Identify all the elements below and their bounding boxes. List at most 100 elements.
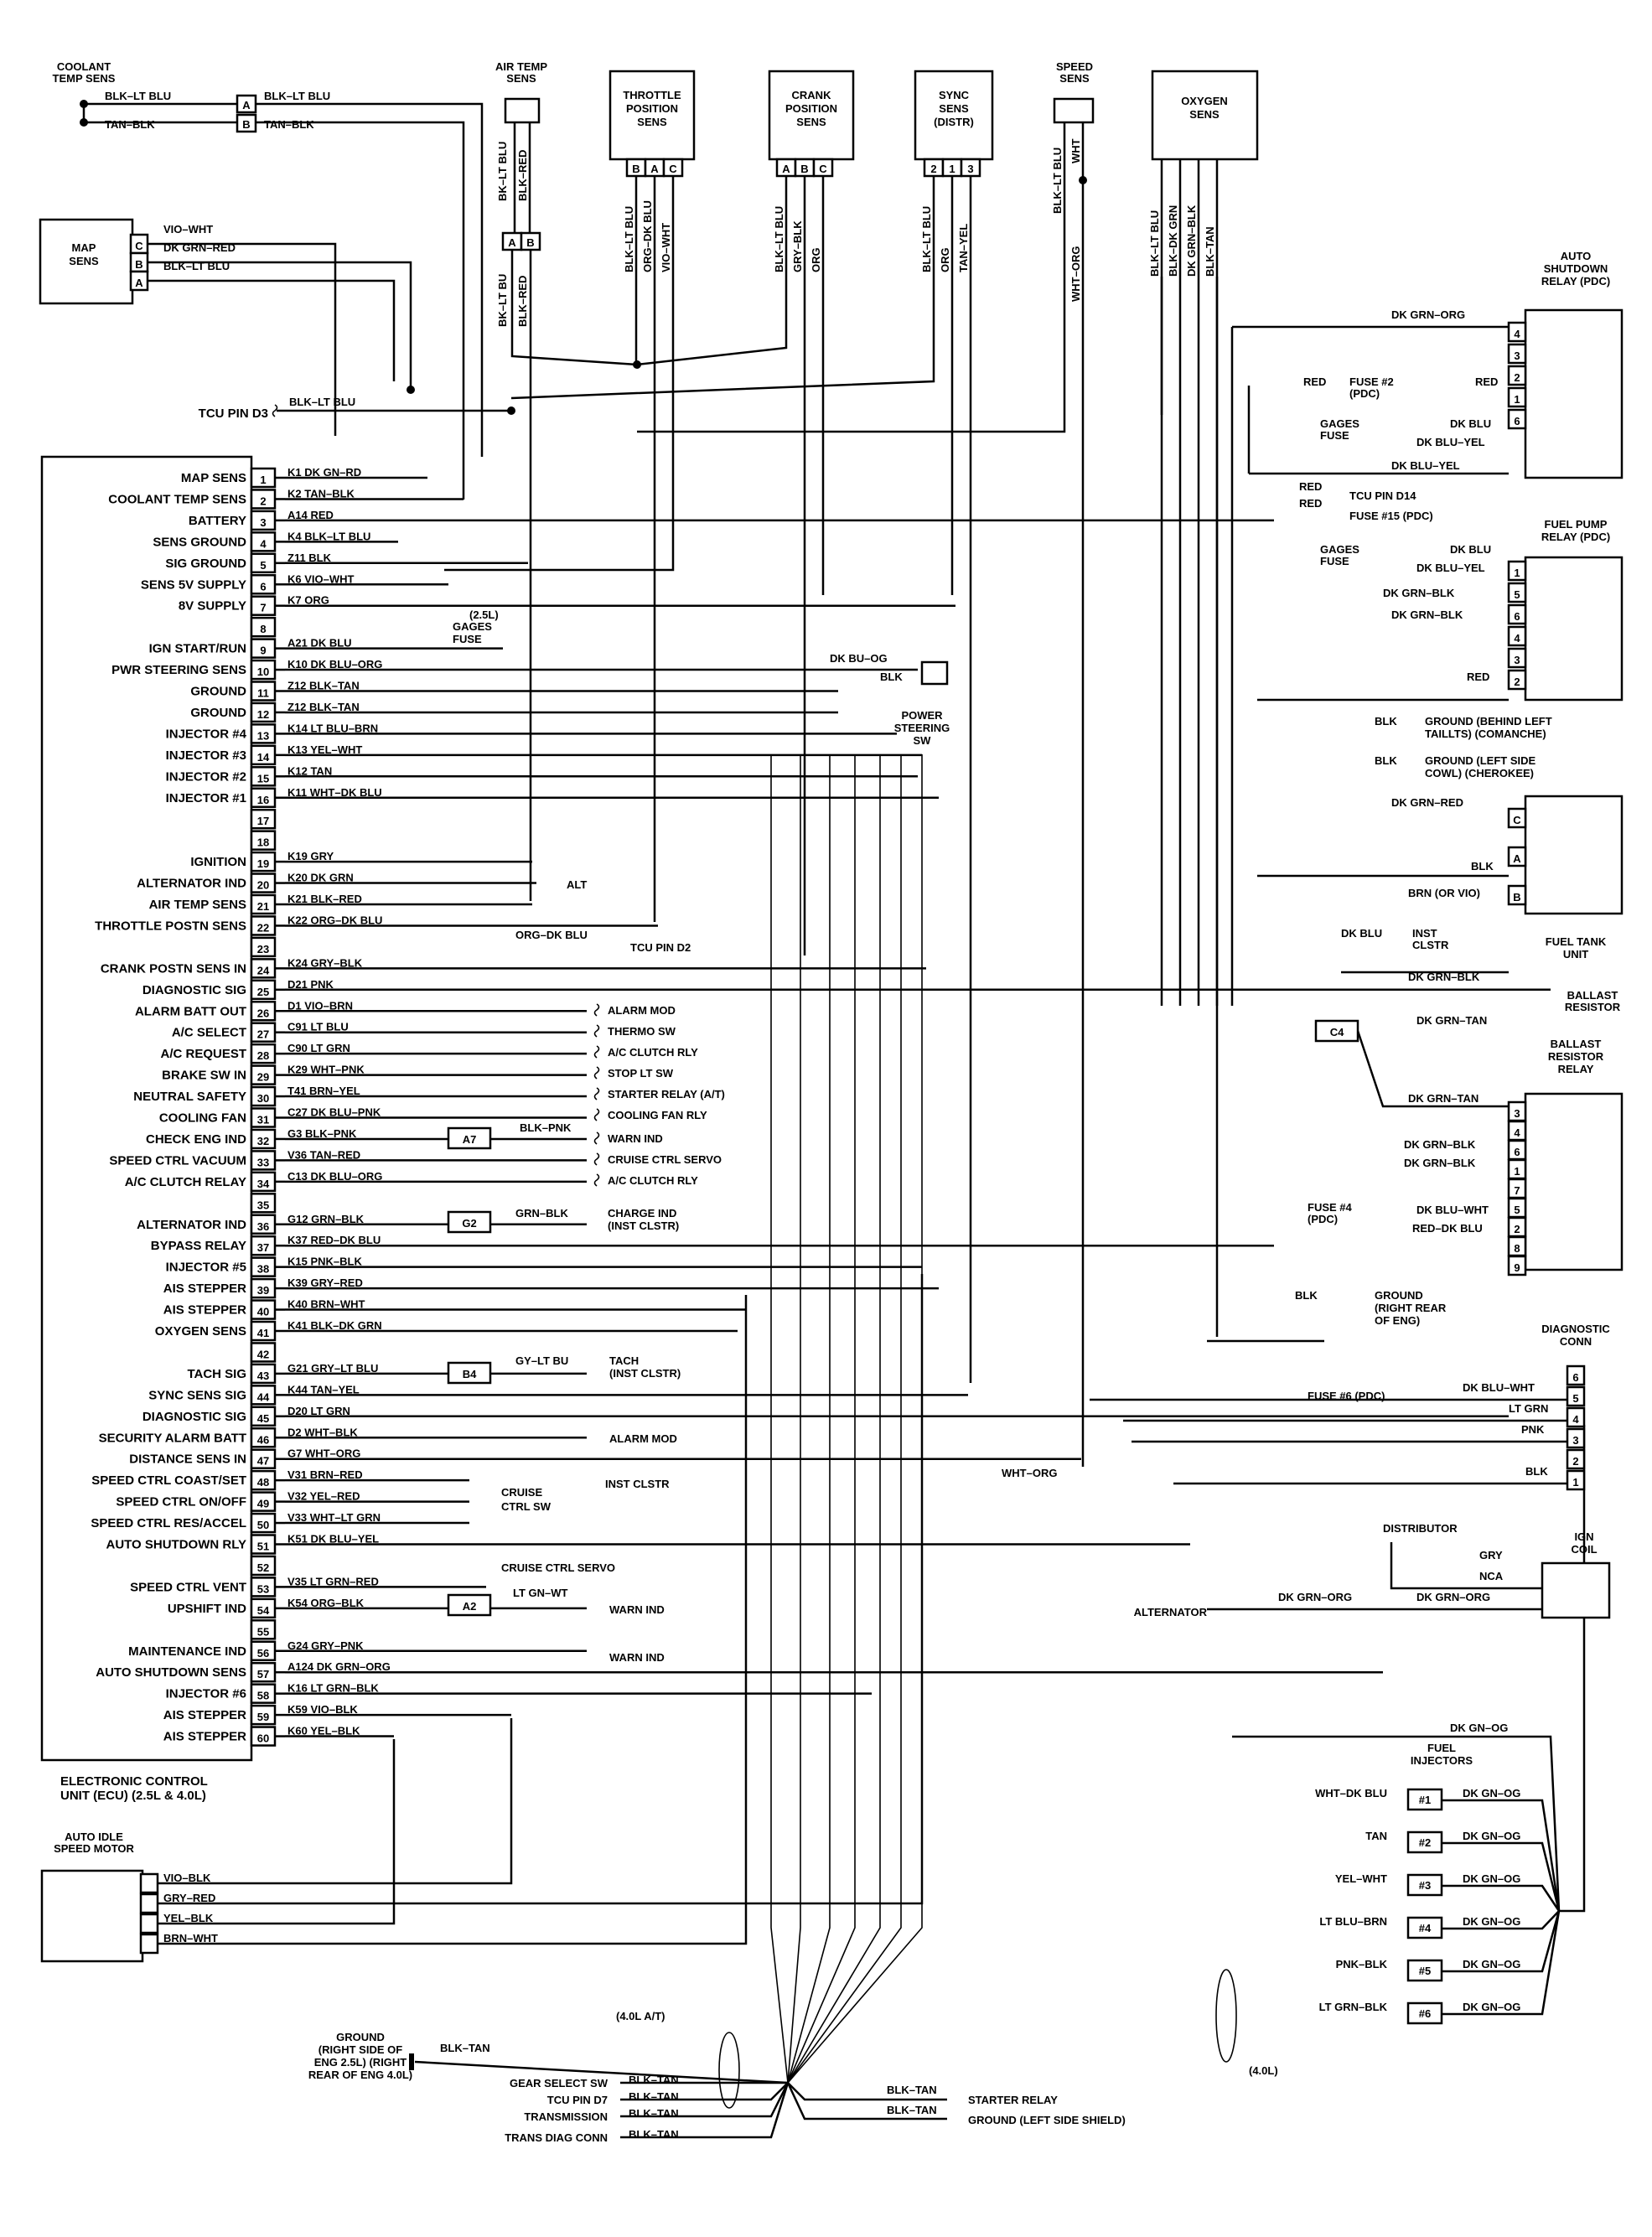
- pin-number: 29: [257, 1071, 269, 1084]
- label: ORG: [810, 247, 822, 272]
- label: ALTERNATOR: [1134, 1606, 1208, 1618]
- label: BLK–RED: [516, 150, 529, 201]
- ecu-wire-label: K19 GRY: [287, 850, 334, 862]
- shield-wire: [786, 2082, 947, 2120]
- pin-number: 14: [257, 751, 270, 764]
- pin-number: 1: [260, 474, 266, 486]
- ecu-pin-59: [250, 1704, 277, 1726]
- ecu-pin-42: [250, 1342, 277, 1363]
- label: ORG–DK BLU: [515, 929, 588, 941]
- pin-number: 28: [257, 1049, 269, 1062]
- ecu-pin-label: AIS STEPPER: [163, 1730, 246, 1744]
- diag-pin: [1566, 1427, 1586, 1449]
- label: BLK–TAN: [629, 2128, 679, 2141]
- pin-number: 3: [260, 516, 266, 529]
- ecu-pin-label: SPEED CTRL RES/ACCEL: [91, 1516, 246, 1530]
- connector-mark: [593, 1108, 600, 1121]
- ecu-pin-label: IGN START/RUN: [149, 642, 246, 656]
- pin-number: 1: [1514, 567, 1520, 579]
- ecu-pin-39: [250, 1277, 277, 1299]
- label: WARN IND: [609, 1603, 665, 1616]
- ecu-wire-label: K51 DK BLU–YEL: [287, 1533, 379, 1546]
- label: A/C CLUTCH RLY: [608, 1046, 698, 1059]
- ecu-wire-label: K14 LT BLU–BRN: [287, 722, 378, 734]
- label: COOLING FAN RLY: [608, 1109, 707, 1121]
- pin-number: 46: [257, 1433, 269, 1446]
- ecu-pin-29: [250, 1064, 277, 1085]
- ecu-pin-27: [250, 1022, 277, 1043]
- ecu-pin-24: [250, 958, 277, 979]
- ecu-wire-label: Z12 BLK–TAN: [287, 680, 360, 692]
- label: TACH(INST CLSTR): [609, 1354, 681, 1380]
- label: DK GRN–ORG: [1278, 1591, 1352, 1603]
- label: WHT: [1069, 138, 1082, 163]
- pin-number: 49: [257, 1498, 269, 1510]
- ecu-pin-48: [250, 1469, 277, 1491]
- bundle-ellipse: [1215, 1969, 1237, 2063]
- label: GRY: [1479, 1549, 1503, 1561]
- label: WARN IND: [608, 1132, 663, 1145]
- label: BLK–TAN: [440, 2042, 490, 2054]
- pin-number: B: [632, 163, 640, 175]
- tank-pin: [1507, 807, 1527, 829]
- ecu-pin-55: [250, 1619, 277, 1640]
- connector-mark: [593, 1045, 600, 1059]
- pin-number: 11: [257, 687, 269, 700]
- diag-pin: [1566, 1469, 1586, 1491]
- pin-number: 15: [257, 772, 269, 785]
- connector-mark: [593, 1066, 600, 1080]
- ecu-wire-label: K16 LT GRN–BLK: [287, 1682, 379, 1695]
- ecu-pin-32: [250, 1128, 277, 1150]
- ecu-wire-label: K2 TAN–BLK: [287, 487, 355, 500]
- label: DK BLU–WHT: [1416, 1204, 1489, 1216]
- fuel-tank-unit-box: [1524, 795, 1624, 915]
- ecu-wire-label: K11 WHT–DK BLU: [287, 786, 382, 799]
- label: WHT–ORG: [1069, 246, 1082, 302]
- tank-pin: [1507, 846, 1527, 867]
- ecu-wire-label: C90 LT GRN: [287, 1042, 350, 1054]
- pin-number: 4: [1572, 1413, 1579, 1426]
- ecu-wire-label: V32 YEL–RED: [287, 1490, 360, 1503]
- label: BK–LT BLU: [496, 142, 509, 201]
- label: YEL–BLK: [163, 1912, 214, 1924]
- ecu-pin-58: [250, 1683, 277, 1704]
- label: BLK–LT BLU: [163, 260, 230, 272]
- pin-number: 1: [1514, 1165, 1520, 1178]
- pin-number: 35: [257, 1199, 269, 1211]
- ecu-pin-label: SPEED CTRL ON/OFF: [116, 1495, 246, 1509]
- pin-number: 2: [1514, 676, 1520, 688]
- label: LT GRN–BLK: [1319, 2001, 1388, 2013]
- ecu-pin-label: IGNITION: [190, 855, 246, 869]
- pin-number: 4: [1514, 328, 1520, 340]
- aism-w4: [251, 1295, 748, 1945]
- ecu-pin-label: INJECTOR #5: [166, 1261, 246, 1275]
- pin-box: [139, 1933, 159, 1955]
- a2-box: [447, 1593, 492, 1617]
- injector-3: [1406, 1873, 1443, 1897]
- label: DK BLU–WHT: [1463, 1381, 1535, 1394]
- label: INST CLSTR: [605, 1478, 670, 1490]
- label: RED: [1303, 375, 1326, 388]
- rs-inj-feed: [1232, 1735, 1561, 1912]
- pin-number: 1: [1572, 1476, 1578, 1489]
- pin-number: 43: [257, 1370, 269, 1382]
- ecu-wire-label: K12 TAN: [287, 764, 332, 777]
- fp-pin: [1507, 603, 1527, 625]
- pin-number: 45: [257, 1412, 269, 1425]
- ecu-pin-16: [250, 787, 277, 808]
- diag-pin: [1566, 1448, 1586, 1470]
- pin-number: C: [135, 240, 143, 252]
- ecu-wire-label: V36 TAN–RED: [287, 1148, 360, 1161]
- ecu-pin-label: SECURITY ALARM BATT: [99, 1431, 246, 1445]
- ecu-wire-label: K40 BRN–WHT: [287, 1298, 365, 1311]
- label: RED: [1299, 480, 1322, 493]
